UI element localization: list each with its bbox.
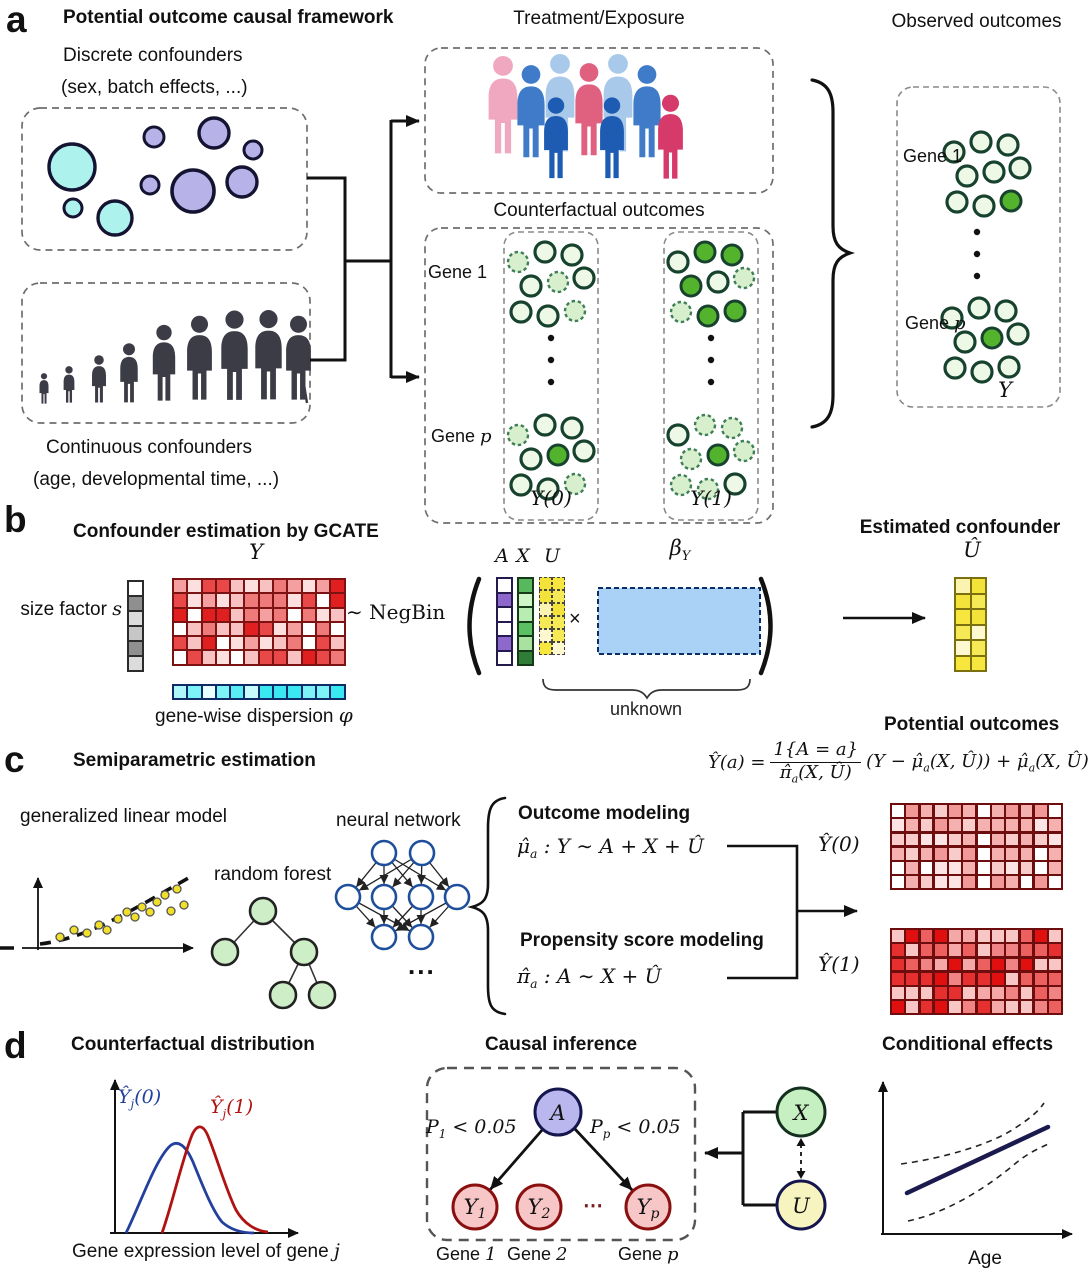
gene-p-caption: Gene p: [618, 1244, 679, 1266]
continuous-confounders-sub: (age, developmental time, ...): [33, 469, 279, 492]
yhat0-matrix: [890, 803, 1063, 890]
gene-2-caption: Gene 2: [507, 1244, 568, 1266]
dist-xlabel: Gene expression level of gene j: [72, 1240, 340, 1264]
yhat0-label: Ŷ(0): [818, 832, 860, 856]
neural-network-label: neural network: [336, 810, 461, 833]
dispersion-label: gene-wise dispersion φ: [155, 703, 353, 729]
discrete-confounders-label: Discrete confounders: [63, 45, 243, 68]
panel-b-title: Confounder estimation by GCATE: [73, 521, 379, 544]
a-treatment-column: [496, 577, 513, 666]
p1-threshold-label: P1 < 0.05: [426, 1116, 517, 1141]
panel-a-connectors: [307, 120, 419, 378]
genep-label: Gene p: [431, 426, 492, 448]
pp-threshold-label: Pp < 0.05: [590, 1116, 681, 1141]
dispersion-vector: [172, 684, 346, 700]
conditional-effects-title: Conditional effects: [882, 1034, 1053, 1057]
svg-text:A: A: [548, 1101, 565, 1125]
upper-confidence-band: [901, 1103, 1044, 1164]
size-factor-label: size factor s: [8, 598, 122, 622]
people-group-icon: [489, 54, 683, 179]
treatment-box: [425, 48, 773, 193]
glm-label: generalized linear model: [20, 806, 227, 829]
panel-b-art: [470, 579, 926, 698]
dist-title: Counterfactual distribution: [71, 1034, 315, 1057]
panel-c-label: c: [4, 738, 25, 782]
left-paren-icon: [470, 579, 480, 673]
panel-b-label: b: [4, 498, 27, 542]
uhat-matrix: [954, 577, 987, 672]
curly-brace-icon: [812, 80, 850, 427]
svg-text:U: U: [792, 1194, 811, 1218]
causal-dag: A Y1 Y2 ⋯ Yp: [427, 1068, 695, 1240]
random-forest-label: random forest: [214, 864, 331, 887]
x-covariate-column: [517, 577, 534, 666]
continuous-confounders-box: [22, 283, 311, 423]
beta-y-label: βY: [640, 536, 720, 565]
aging-silhouettes: [39, 310, 310, 404]
negbin-label: ∼ NegBin: [346, 600, 445, 624]
x-column-label: X: [515, 545, 531, 568]
svg-text:X: X: [792, 1101, 810, 1125]
causal-inference-title: Causal inference: [428, 1034, 694, 1057]
size-factor-vector: [127, 580, 144, 672]
gene1-label: Gene 1: [428, 262, 487, 284]
conditional-effects-plot: [881, 1082, 1072, 1234]
discrete-confounders-box: [22, 108, 307, 250]
continuous-confounders-label: Continuous confounders: [46, 437, 252, 460]
y-count-matrix: [172, 578, 346, 666]
potential-outcomes-title: Potential outcomes: [884, 714, 1059, 737]
observed-box: [812, 80, 1060, 427]
y0-density-curve: [126, 1143, 254, 1233]
unknown-label: unknown: [556, 699, 736, 721]
u-latent-columns: [539, 577, 565, 655]
covariate-nodes: X U: [705, 1088, 825, 1229]
estimated-confounder-title: Estimated confounder: [845, 517, 1075, 540]
curly-brace-icon: [472, 798, 505, 1014]
times-sign: ×: [569, 607, 581, 631]
y1-curve-label: Ŷj(1): [210, 1096, 253, 1121]
y0-curve-label: Ŷj(0): [118, 1086, 161, 1111]
y0-label: Y(0): [512, 486, 590, 510]
dag-ellipsis: ⋯: [583, 1195, 603, 1217]
a-column-label: A: [494, 545, 510, 568]
counterfactual-title: Counterfactual outcomes: [425, 200, 773, 223]
observed-gene1-label: Gene 1: [903, 146, 962, 168]
neural-network-icon: [336, 841, 469, 949]
right-paren-icon: [761, 579, 771, 673]
observed-y-label: Y: [985, 378, 1025, 403]
underbrace-icon: [543, 679, 750, 698]
y-matrix-label: Y: [236, 540, 276, 565]
potential-outcomes-formula: Ŷ(a) = 1{A = a} π̂a(X, Û) (Y − μ̂a(X, Û)…: [708, 740, 1089, 786]
outcome-modeling-title: Outcome modeling: [518, 803, 690, 826]
glm-data-points: [56, 885, 188, 941]
panel-c-title: Semiparametric estimation: [73, 750, 316, 773]
panel-a-title: Potential outcome causal framework: [63, 7, 394, 30]
treatment-title: Treatment/Exposure: [425, 8, 773, 31]
propensity-modeling-formula: π̂a : A ∼ X + Û: [517, 964, 661, 992]
yhat1-matrix: [890, 928, 1063, 1015]
observed-genep-label: Gene p: [905, 313, 966, 335]
panel-d-label: d: [4, 1024, 27, 1068]
outcome-modeling-formula: μ̂a : Y ∼ A + X + Û: [517, 834, 704, 862]
age-xlabel: Age: [900, 1248, 1070, 1271]
random-forest-icon: [212, 898, 335, 1008]
y1-label: Y(1): [672, 486, 750, 510]
gene-1-caption: Gene 1: [436, 1244, 497, 1266]
uhat-label: Û: [952, 538, 992, 563]
beta-y-matrix: [598, 588, 760, 654]
yhat1-label: Ŷ(1): [818, 952, 860, 976]
learners-ellipsis: ...: [408, 950, 436, 981]
propensity-modeling-title: Propensity score modeling: [520, 930, 764, 953]
panel-a-label: a: [6, 0, 27, 42]
discrete-confounders-sub: (sex, batch effects, ...): [61, 77, 248, 100]
u-column-label: U: [539, 545, 565, 568]
glm-sketch: [0, 876, 193, 950]
observed-title: Observed outcomes: [862, 11, 1091, 34]
